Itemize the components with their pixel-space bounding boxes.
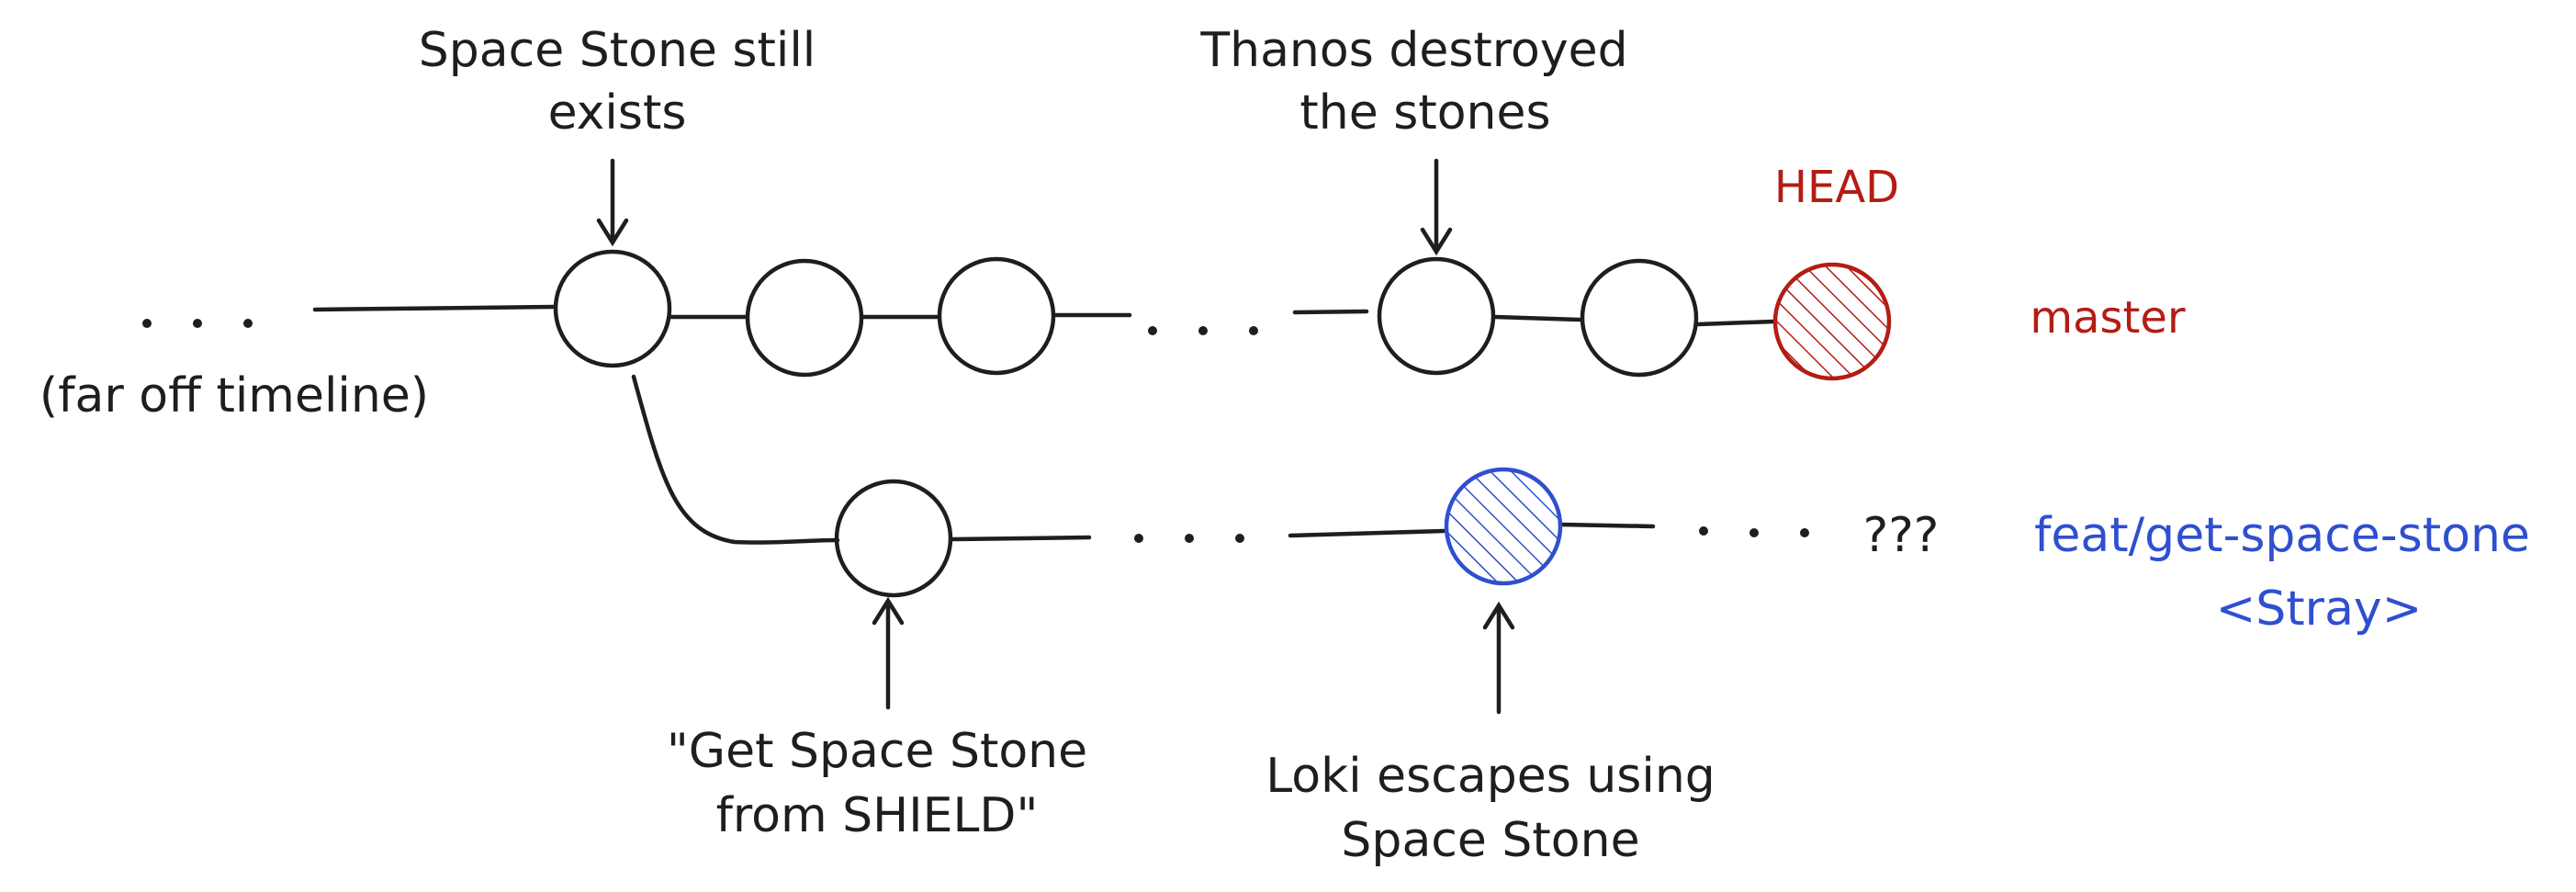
commit-node-get-space-stone[interactable] (834, 479, 953, 598)
ellipsis-dot (1749, 528, 1759, 537)
branch-timeline (631, 374, 1809, 598)
ellipsis-dot (1198, 326, 1208, 335)
loki-label: Loki escapes using (1266, 749, 1715, 804)
arrow-down-icon (1420, 158, 1453, 256)
stray-branch-name: feat/get-space-stone (2034, 508, 2530, 563)
arrow-up-icon (1482, 601, 1515, 715)
annotation-arrows (596, 158, 1515, 715)
ellipsis-dot (243, 319, 253, 328)
master-branch-label: master (2030, 292, 2186, 344)
space-stone-exists-label: exists (548, 85, 687, 141)
branch-curve (631, 374, 840, 545)
ellipsis-dot (193, 319, 202, 328)
master-timeline (142, 249, 1892, 381)
get-space-stone-label: "Get Space Stone (667, 724, 1087, 779)
master-edge (312, 304, 557, 312)
master-edge (1492, 314, 1582, 322)
stray-branch-status: <Stray> (2216, 581, 2423, 637)
head-label: HEAD (1774, 162, 1899, 213)
get-space-stone-label: from SHIELD" (716, 788, 1039, 843)
unknown-label: ??? (1863, 508, 1940, 563)
ellipsis-dot (142, 319, 152, 328)
branch-edge (1558, 522, 1656, 529)
ellipsis-dot (1800, 528, 1809, 537)
commit-node[interactable] (1580, 258, 1699, 378)
commit-node-space-stone-exists[interactable] (553, 249, 672, 368)
commit-node[interactable] (937, 256, 1056, 376)
ellipsis-dot (1134, 534, 1143, 543)
thanos-label: the stones (1299, 85, 1550, 141)
ellipsis-dot (1699, 526, 1708, 536)
ellipsis-dot (1185, 534, 1194, 543)
ellipsis-dot (1249, 326, 1258, 335)
thanos-label: Thanos destroyed (1199, 23, 1627, 78)
master-edge (1695, 319, 1776, 327)
space-stone-exists-label: Space Stone still (419, 23, 816, 78)
far-off-timeline-label: (far off timeline) (39, 368, 429, 423)
arrow-down-icon (596, 158, 629, 247)
arrow-up-icon (872, 596, 905, 710)
branch-edge (951, 535, 1092, 542)
stray-head-commit-node[interactable] (1444, 467, 1563, 586)
master-edge (1292, 309, 1369, 315)
commit-node-thanos-destroyed[interactable] (1377, 256, 1496, 376)
ellipsis-dot (1235, 534, 1244, 543)
branch-edge (1288, 528, 1446, 538)
ellipsis-dot (1148, 326, 1157, 335)
head-commit-node[interactable] (1772, 262, 1892, 381)
loki-label: Space Stone (1341, 813, 1639, 868)
commit-node[interactable] (745, 258, 864, 378)
